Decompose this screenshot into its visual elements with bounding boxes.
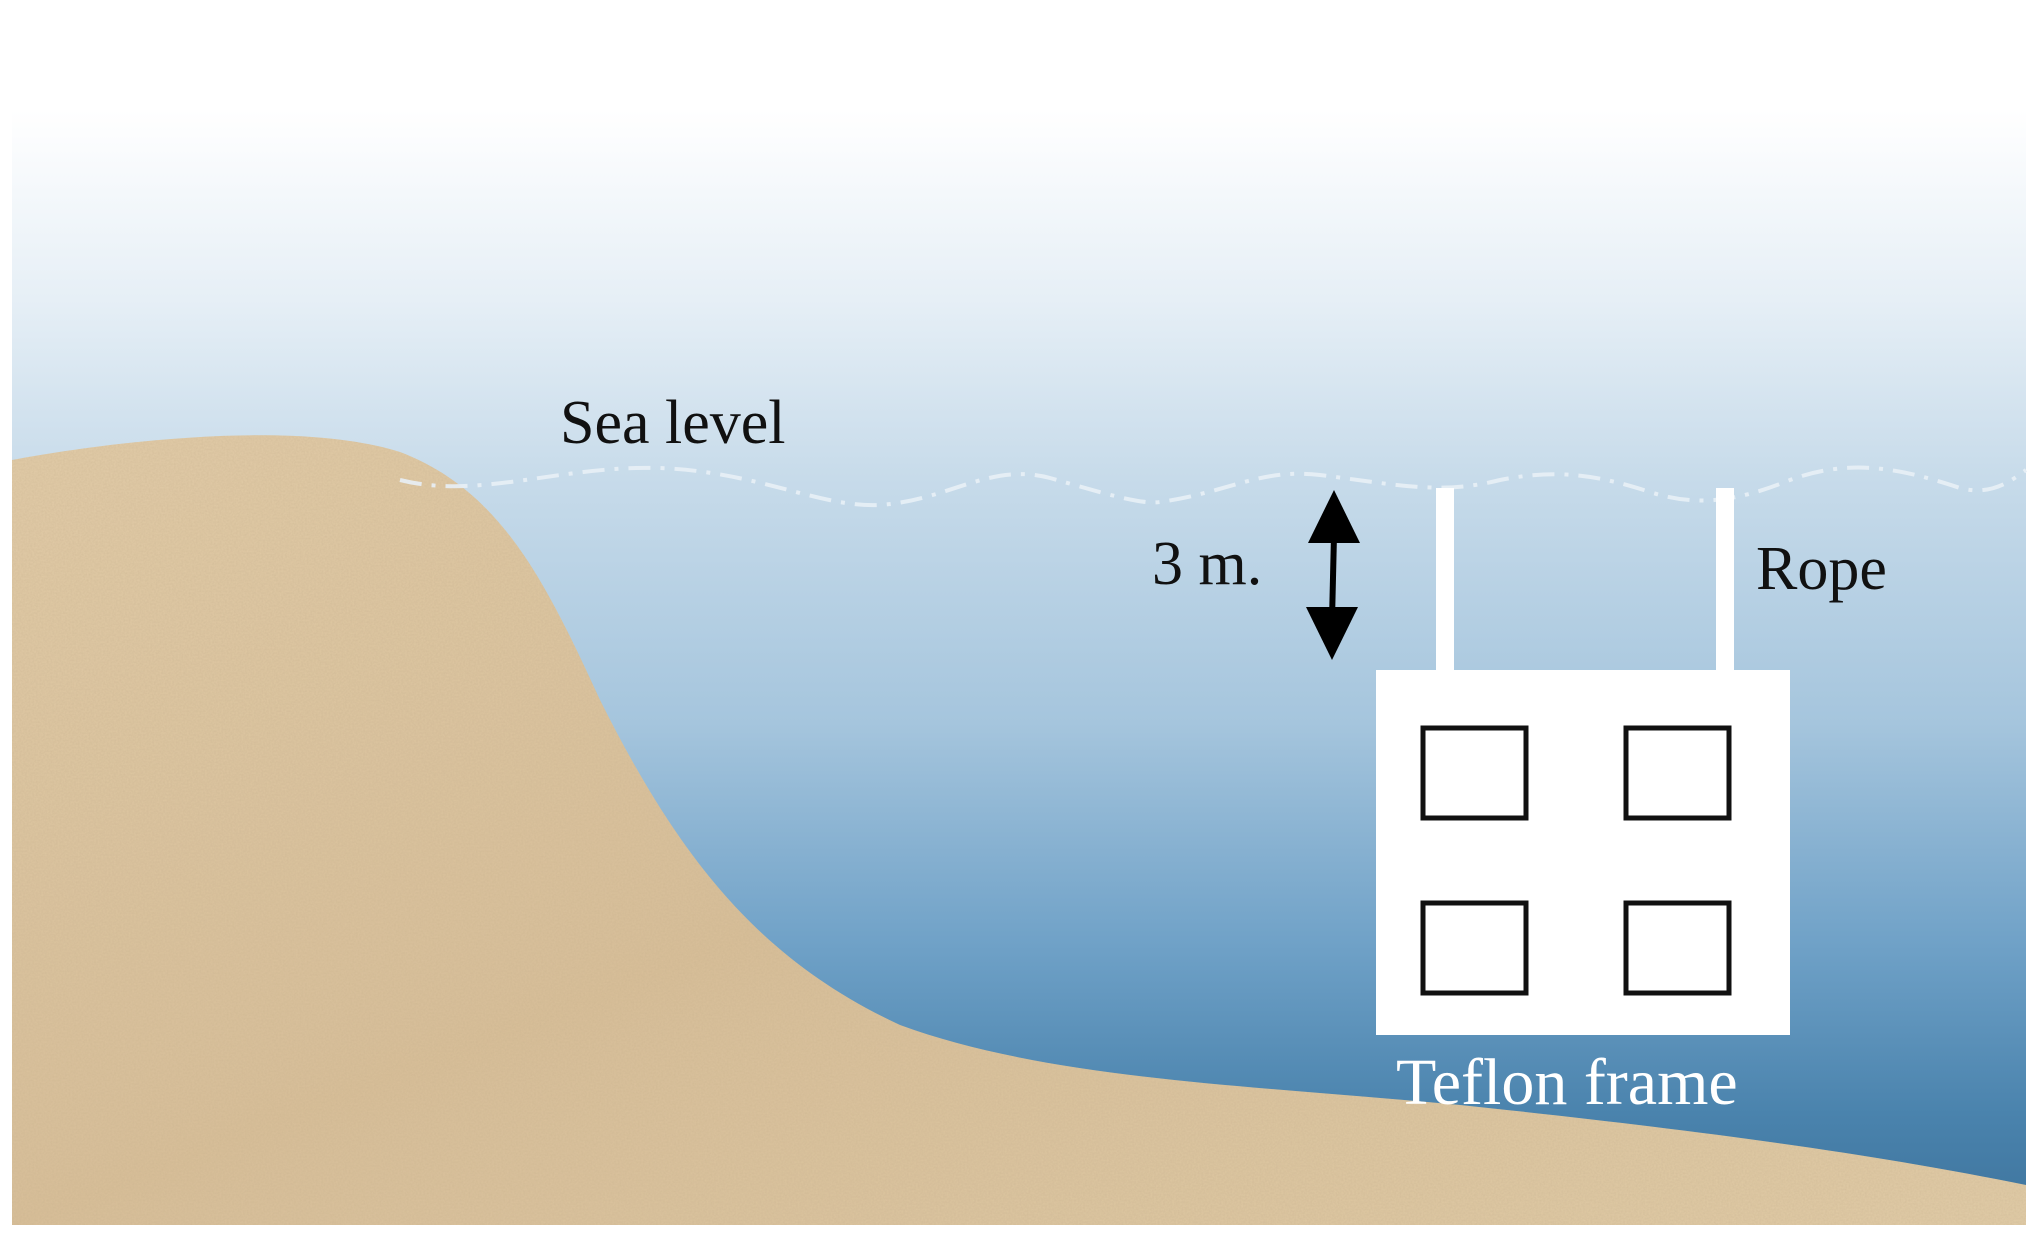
depth-label: 3 m. [1152,530,1263,598]
sea-level-line [399,465,2028,508]
seabed-sand [12,435,2026,1225]
sample-window [1623,725,1732,821]
teflon-frame [1376,670,1790,1035]
sample-window [1420,725,1529,821]
rope-left [1436,488,1454,670]
depth-arrow-icon [1306,490,1360,660]
sample-window [1623,900,1732,996]
rope-label: Rope [1756,535,1887,603]
rope-right [1716,488,1734,670]
teflon-frame-label: Teflon frame [1396,1046,1738,1119]
sea-level-label: Sea level [560,389,786,457]
sample-window [1420,900,1529,996]
